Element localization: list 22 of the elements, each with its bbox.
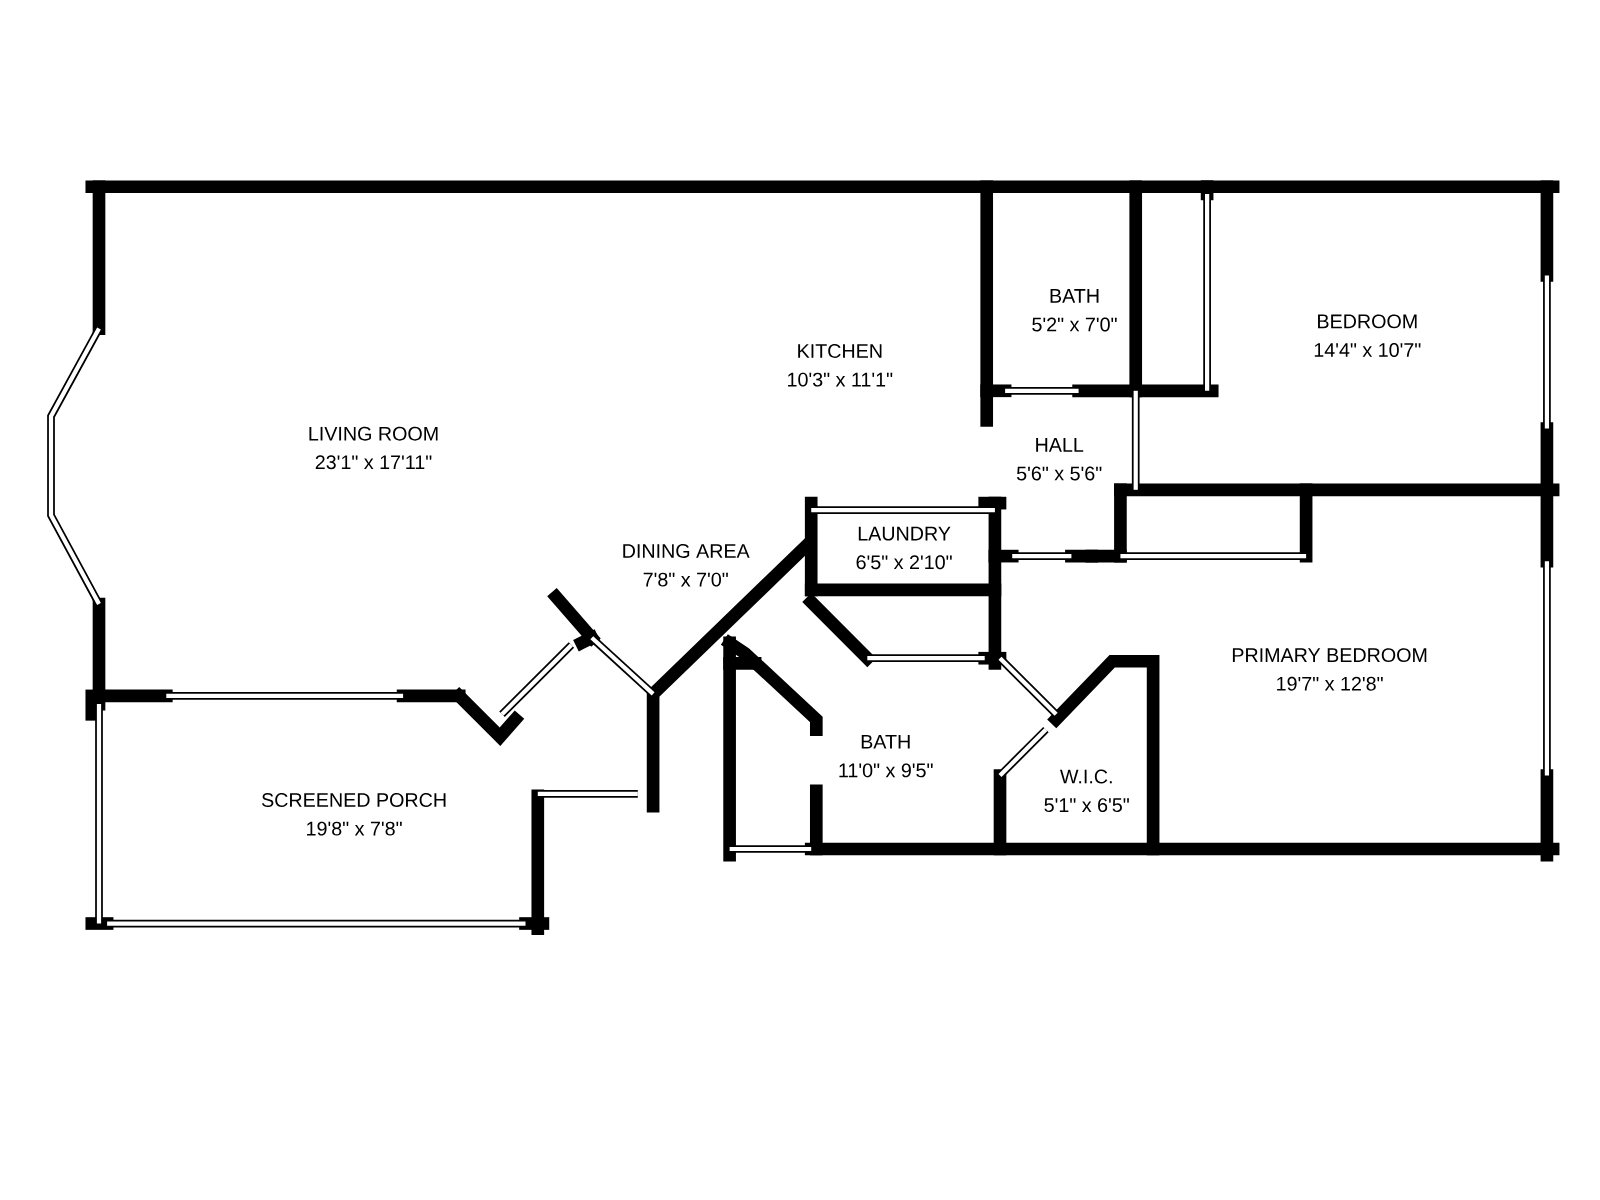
room-name: BEDROOM <box>1318 314 1417 329</box>
room-dimensions: 11'0" x 9'5" <box>839 763 933 778</box>
room-dimensions: 23'1" x 17'11" <box>315 455 432 470</box>
room-name: PRIMARY BEDROOM <box>1232 648 1427 663</box>
room-name: SCREENED PORCH <box>262 793 446 807</box>
room-name: LAUNDRY <box>858 526 951 541</box>
room-dimensions: 6'5" x 2'10" <box>856 555 952 570</box>
room-name: W.I.C. <box>1060 769 1112 784</box>
room-name: HALL <box>1036 438 1084 452</box>
room-name: KITCHEN <box>798 344 882 358</box>
room-dimensions: 14'4" x 10'7" <box>1314 343 1421 357</box>
room-dimensions: 19'7" x 12'8" <box>1277 676 1383 691</box>
room-name: DINING AREA <box>623 544 750 558</box>
room-dimensions: 19'8" x 7'8" <box>307 821 402 836</box>
room-dimensions: 5'6" x 5'6" <box>1016 466 1102 481</box>
room-name: LIVING ROOM <box>309 426 438 441</box>
room-name: BATH <box>1050 289 1099 303</box>
room-dimensions: 5'1" x 6'5" <box>1044 798 1129 813</box>
room-name: BATH <box>861 735 910 749</box>
room-dimensions: 5'2" x 7'0" <box>1032 317 1117 332</box>
room-dimensions: 10'3" x 11'1" <box>788 372 893 387</box>
room-dimensions: 7'8" x 7'0" <box>643 572 728 587</box>
